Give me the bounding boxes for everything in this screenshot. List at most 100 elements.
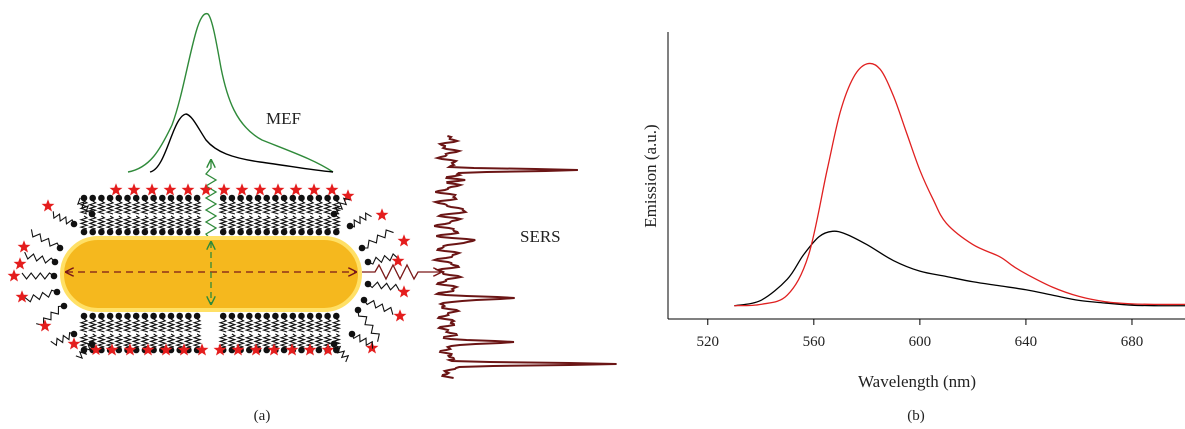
ligand-head bbox=[298, 228, 305, 236]
ligand-head bbox=[185, 194, 192, 202]
ligand-head bbox=[106, 228, 114, 236]
ligand-head bbox=[124, 312, 131, 320]
ligand-head bbox=[333, 312, 340, 320]
ligand-head bbox=[167, 228, 175, 236]
dye-star-icon bbox=[177, 343, 191, 356]
ligand-head bbox=[280, 228, 288, 236]
ligand-chain bbox=[157, 215, 168, 230]
ligand-head bbox=[246, 228, 253, 236]
ligand-head bbox=[80, 228, 88, 236]
ligand-chain bbox=[157, 333, 168, 348]
ligand-chain bbox=[157, 200, 168, 215]
ligand-head bbox=[254, 228, 262, 236]
dye-star-icon bbox=[397, 234, 411, 247]
ligand-head bbox=[263, 228, 271, 236]
ligand-chain bbox=[166, 318, 176, 333]
ligand-head bbox=[89, 228, 96, 236]
ligand-head bbox=[228, 194, 236, 202]
ligand-chain bbox=[113, 318, 124, 333]
ligand-chain bbox=[122, 200, 133, 215]
ligand-chain bbox=[322, 200, 333, 215]
surface-ligand-layer bbox=[7, 183, 411, 363]
ligand-head bbox=[254, 312, 262, 320]
ligand-head bbox=[141, 312, 149, 320]
ligand-head bbox=[193, 312, 201, 320]
ligand-head bbox=[150, 194, 157, 202]
dye-star-icon bbox=[41, 199, 55, 212]
ligand-chain bbox=[183, 333, 194, 348]
ligand-head bbox=[98, 194, 105, 202]
ligand-chain bbox=[305, 200, 316, 215]
ligand-chain bbox=[296, 215, 307, 230]
ligand-chain bbox=[314, 215, 324, 230]
dye-star-icon bbox=[253, 183, 267, 196]
ligand-chain bbox=[261, 215, 272, 230]
series-group bbox=[734, 62, 1185, 307]
ligand-chain bbox=[113, 200, 124, 215]
ligand-chain bbox=[270, 200, 281, 215]
ligand-chain bbox=[218, 333, 229, 348]
ligand-head bbox=[246, 312, 253, 320]
x-tick-label: 640 bbox=[1015, 334, 1038, 350]
ligand-chain bbox=[122, 318, 133, 333]
ligand-head bbox=[193, 228, 201, 236]
ligand-chain bbox=[331, 215, 342, 230]
dye-star-icon bbox=[13, 257, 27, 270]
ligand-head bbox=[185, 228, 192, 236]
ligand-chain bbox=[227, 318, 237, 333]
ligand-head bbox=[141, 194, 149, 202]
ligand-chain bbox=[279, 200, 289, 215]
ligand-chain bbox=[244, 333, 255, 348]
ligand-chain bbox=[279, 333, 289, 348]
mef-label: MEF bbox=[266, 109, 301, 128]
ligand-chain bbox=[235, 318, 246, 333]
dye-star-icon bbox=[307, 183, 321, 196]
sers-emission-wave bbox=[362, 263, 441, 281]
ligand-head bbox=[167, 312, 175, 320]
ligand-chain bbox=[105, 333, 115, 348]
ligand-head bbox=[167, 194, 175, 202]
ligand-head bbox=[219, 228, 227, 236]
ligand-chain bbox=[331, 318, 342, 333]
ligand-chain bbox=[296, 333, 307, 348]
x-tick-label: 520 bbox=[697, 334, 720, 350]
ligand-chain bbox=[253, 318, 263, 333]
ligand-head bbox=[115, 346, 123, 354]
ligand-chain bbox=[131, 215, 142, 230]
ligand-head bbox=[298, 312, 305, 320]
ligand-head bbox=[132, 194, 140, 202]
ligand-chain bbox=[140, 318, 150, 333]
ligand-head bbox=[280, 346, 288, 354]
dye-star-icon bbox=[231, 343, 245, 356]
ligand-head bbox=[237, 312, 244, 320]
ligand-chain bbox=[305, 215, 316, 230]
ligand-chain bbox=[87, 215, 98, 230]
ligand-head bbox=[176, 228, 183, 236]
ligand-head bbox=[315, 194, 323, 202]
dye-star-icon bbox=[159, 343, 173, 356]
dye-star-icon bbox=[325, 183, 339, 196]
panel-a-diagram: MEF SERS (a) bbox=[7, 12, 617, 424]
ligand-chain bbox=[122, 333, 133, 348]
ligand-head bbox=[80, 312, 88, 320]
ligand-chain bbox=[192, 200, 202, 215]
ligand-chain bbox=[305, 318, 316, 333]
x-axis-label: Wavelength (nm) bbox=[858, 372, 976, 391]
ligand-chain bbox=[333, 197, 351, 215]
dye-star-icon bbox=[15, 290, 29, 303]
ligand-chain bbox=[287, 200, 298, 215]
dye-star-icon bbox=[109, 183, 123, 196]
ligand-chain bbox=[261, 200, 272, 215]
ligand-head bbox=[106, 312, 114, 320]
ligand-head bbox=[272, 312, 279, 320]
ligand-chain bbox=[76, 197, 93, 215]
ligand-head bbox=[324, 312, 331, 320]
ligand-chain bbox=[287, 215, 298, 230]
ligand-chain bbox=[166, 333, 176, 348]
sers-spectrum bbox=[430, 135, 617, 379]
ligand-chain bbox=[174, 200, 185, 215]
ligand-chain bbox=[314, 200, 324, 215]
ligand-chain bbox=[235, 200, 246, 215]
